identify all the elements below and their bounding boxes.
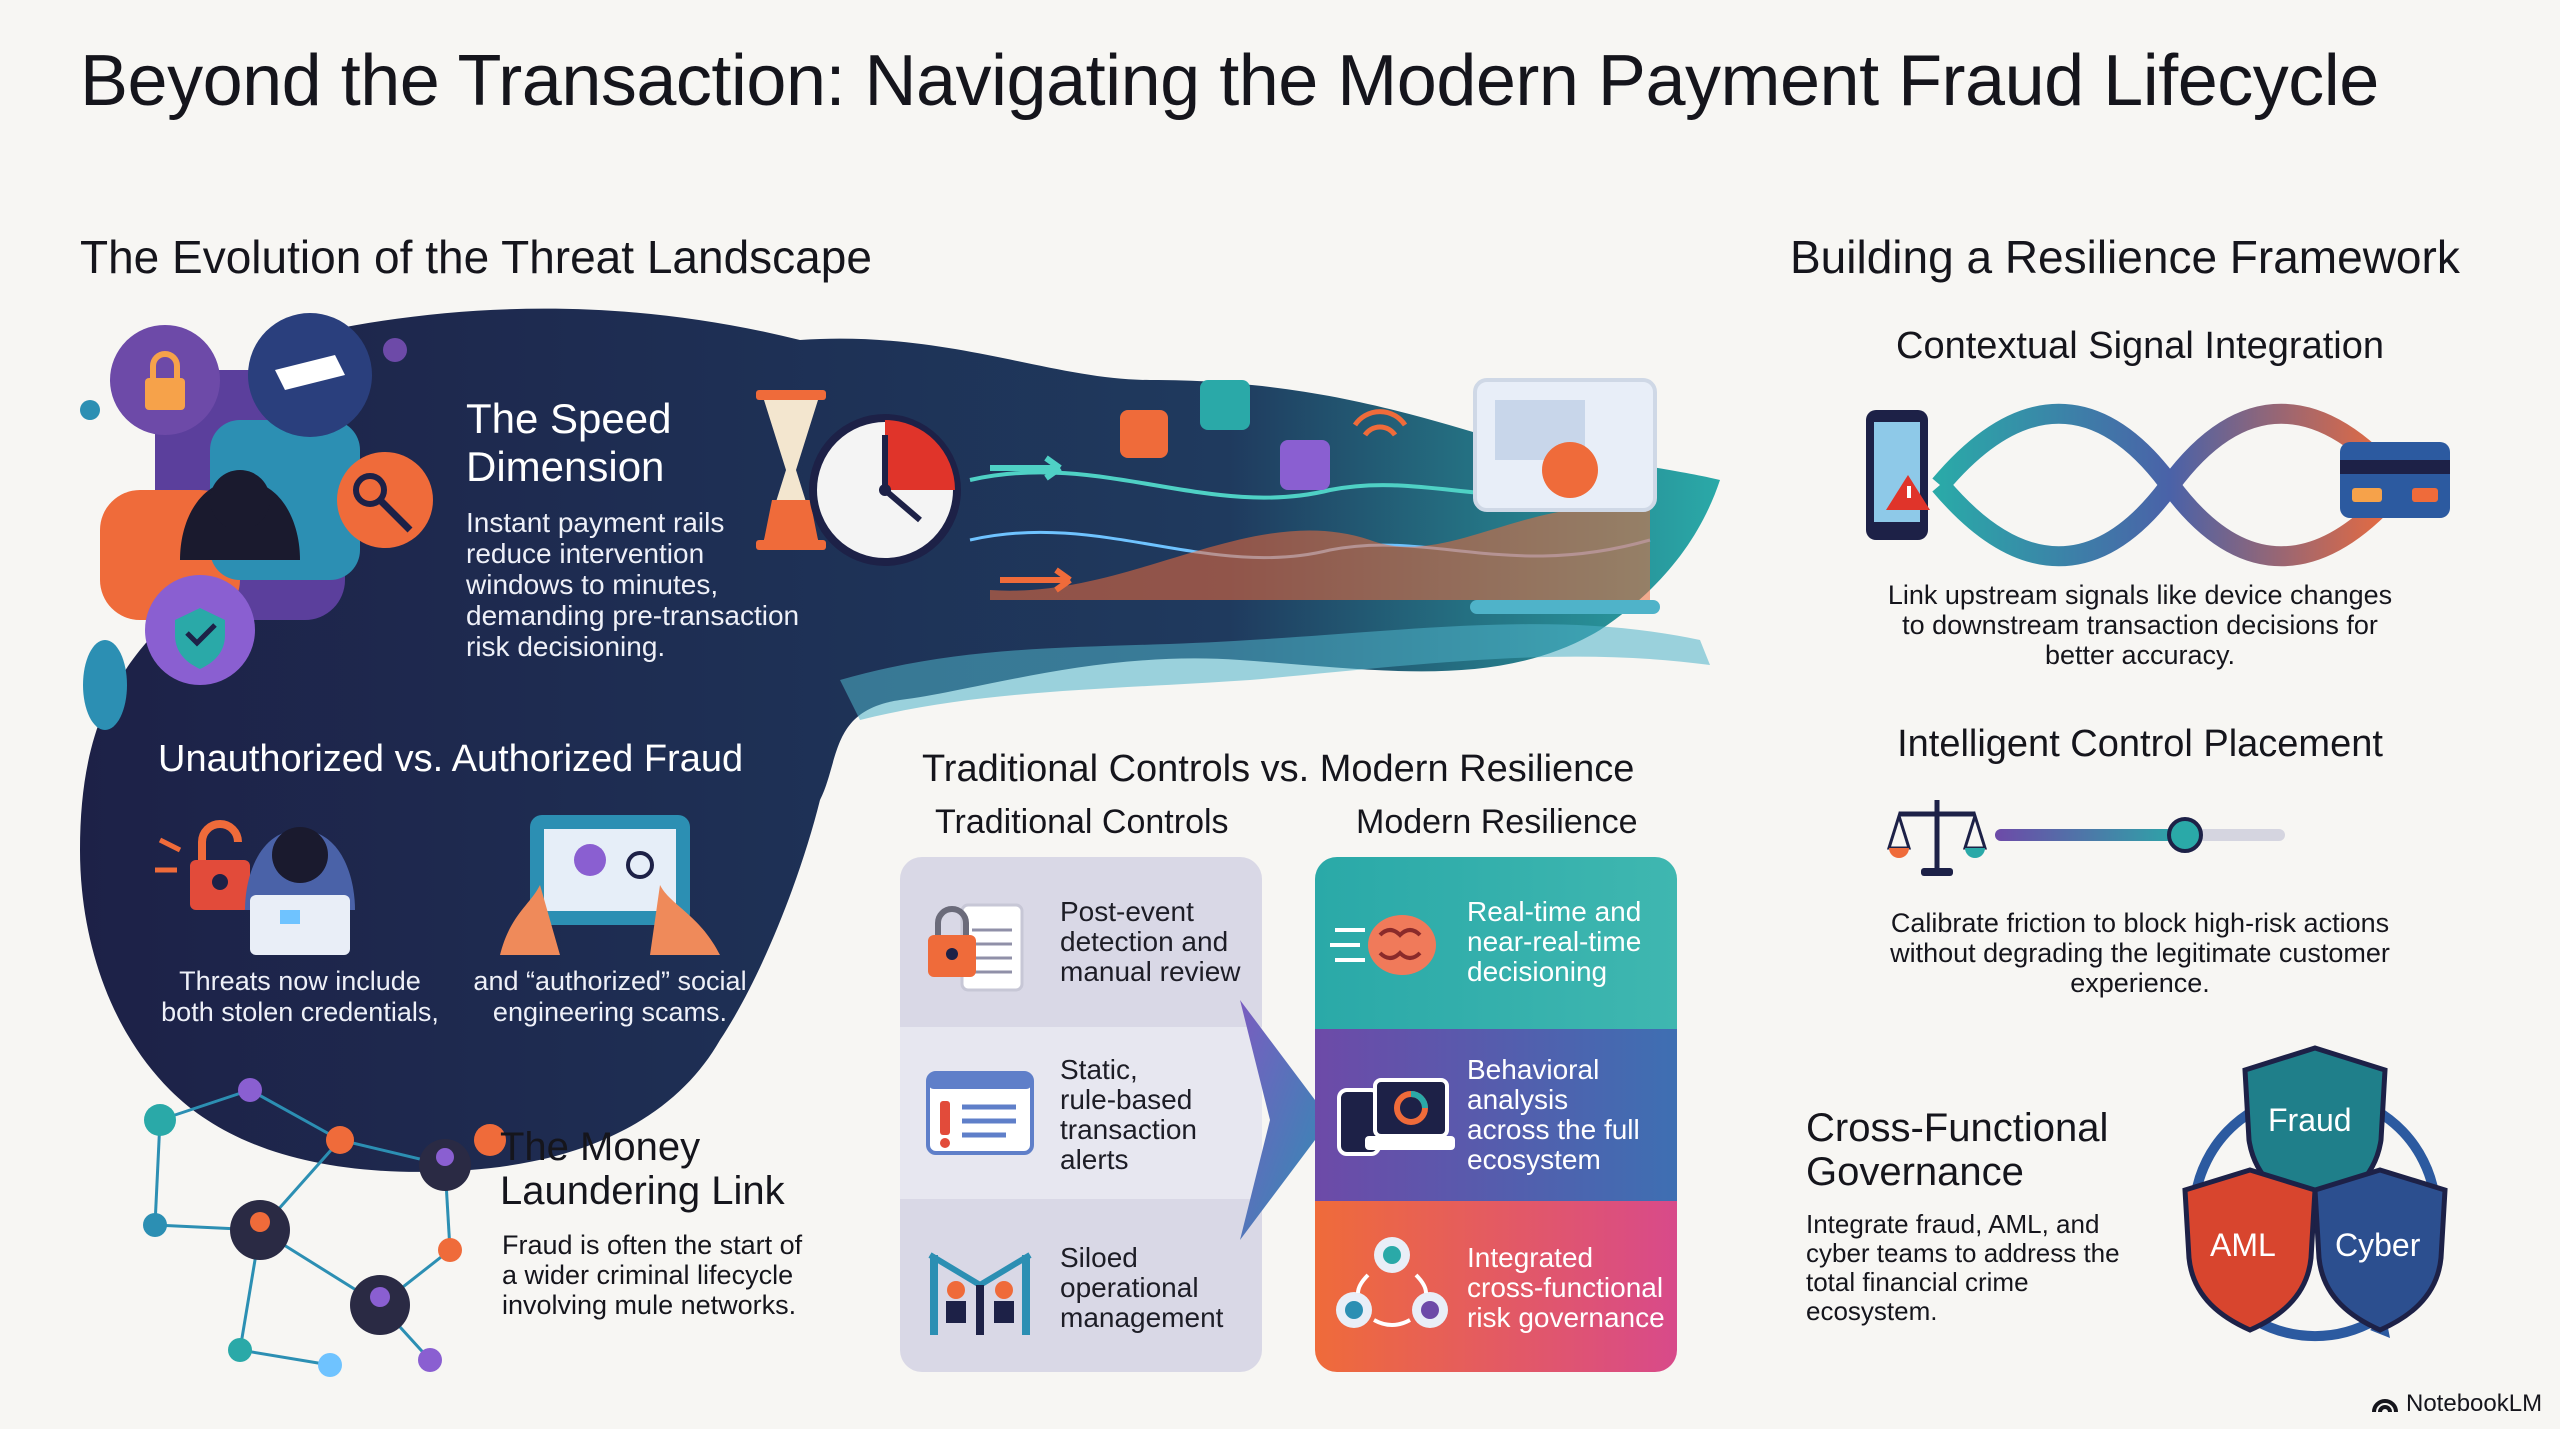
friction-slider[interactable] (1995, 815, 2295, 855)
chevron-right-icon (1240, 1000, 1330, 1240)
data-flow-illustration (969, 378, 1660, 614)
control-title: Intelligent Control Placement (1897, 723, 2383, 765)
traditional-item-3: Siloed operational management (1060, 1242, 1224, 1333)
signal-body: Link upstream signals like device change… (1887, 580, 2393, 670)
modern-item-1: Real-time and near-real-time decisioning (1467, 896, 1642, 987)
signal-title: Contextual Signal Integration (1896, 325, 2384, 367)
traditional-label: Traditional Controls (935, 803, 1229, 841)
tablet-touch-icon (500, 815, 720, 955)
modern-label: Modern Resilience (1356, 803, 1638, 841)
money-title: The Money Laundering Link (500, 1125, 785, 1213)
governance-body: Integrate fraud, AML, and cyber teams to… (1806, 1209, 2120, 1326)
control-body: Calibrate friction to block high-risk ac… (1890, 908, 2390, 998)
resilience-heading: Building a Resilience Framework (1790, 231, 2460, 283)
traditional-item-1: Post-event detection and manual review (1060, 896, 1241, 987)
hacker-icon-cluster (80, 313, 433, 685)
fraud-title: Unauthorized vs. Authorized Fraud (158, 738, 744, 780)
comparison-title: Traditional Controls vs. Modern Resilien… (922, 748, 1635, 790)
page-title: Beyond the Transaction: Navigating the M… (80, 41, 2379, 121)
governance-title: Cross-Functional Governance (1806, 1106, 2109, 1194)
brand-footer: NotebookLM (2372, 1390, 2542, 1418)
money-body: Fraud is often the start of a wider crim… (502, 1230, 803, 1320)
devices-icon (1337, 1078, 1455, 1156)
cyber-shield-label: Cyber (2335, 1227, 2421, 1263)
brain-icon (1330, 915, 1436, 975)
hacker-laptop-icon (155, 820, 355, 955)
brand-name: NotebookLM (2406, 1390, 2543, 1417)
hourglass-clock-icon (756, 390, 961, 566)
shields-cycle-icon (2182, 1045, 2448, 1342)
fraud-left-caption: Threats now include both stolen credenti… (161, 966, 439, 1027)
speed-title: The Speed Dimension (466, 395, 672, 490)
mule-network-icon (143, 1078, 471, 1377)
speed-body: Instant payment rails reduce interventio… (466, 507, 800, 662)
lock-document-icon (928, 903, 1024, 992)
aml-shield-label: AML (2210, 1227, 2276, 1263)
alert-list-icon (926, 1071, 1034, 1155)
notebooklm-logo-icon (2372, 1399, 2398, 1413)
orange-dot-icon (474, 1124, 506, 1156)
threat-landscape-heading: The Evolution of the Threat Landscape (80, 231, 872, 283)
modern-item-2: Behavioral analysis across the full ecos… (1467, 1054, 1640, 1175)
fraud-right-caption: and “authorized” social engineering scam… (473, 966, 747, 1027)
fraud-shield-label: Fraud (2268, 1102, 2352, 1138)
infinity-signal-icon (1866, 403, 2450, 567)
balance-scale-icon (1887, 800, 1987, 876)
modern-item-3: Integrated cross-functional risk governa… (1467, 1242, 1665, 1333)
traditional-item-2: Static, rule-based transaction alerts (1060, 1054, 1197, 1175)
blue-dot-icon (83, 640, 127, 730)
cubicle-icon (928, 1252, 1032, 1335)
team-icon (1336, 1237, 1448, 1328)
